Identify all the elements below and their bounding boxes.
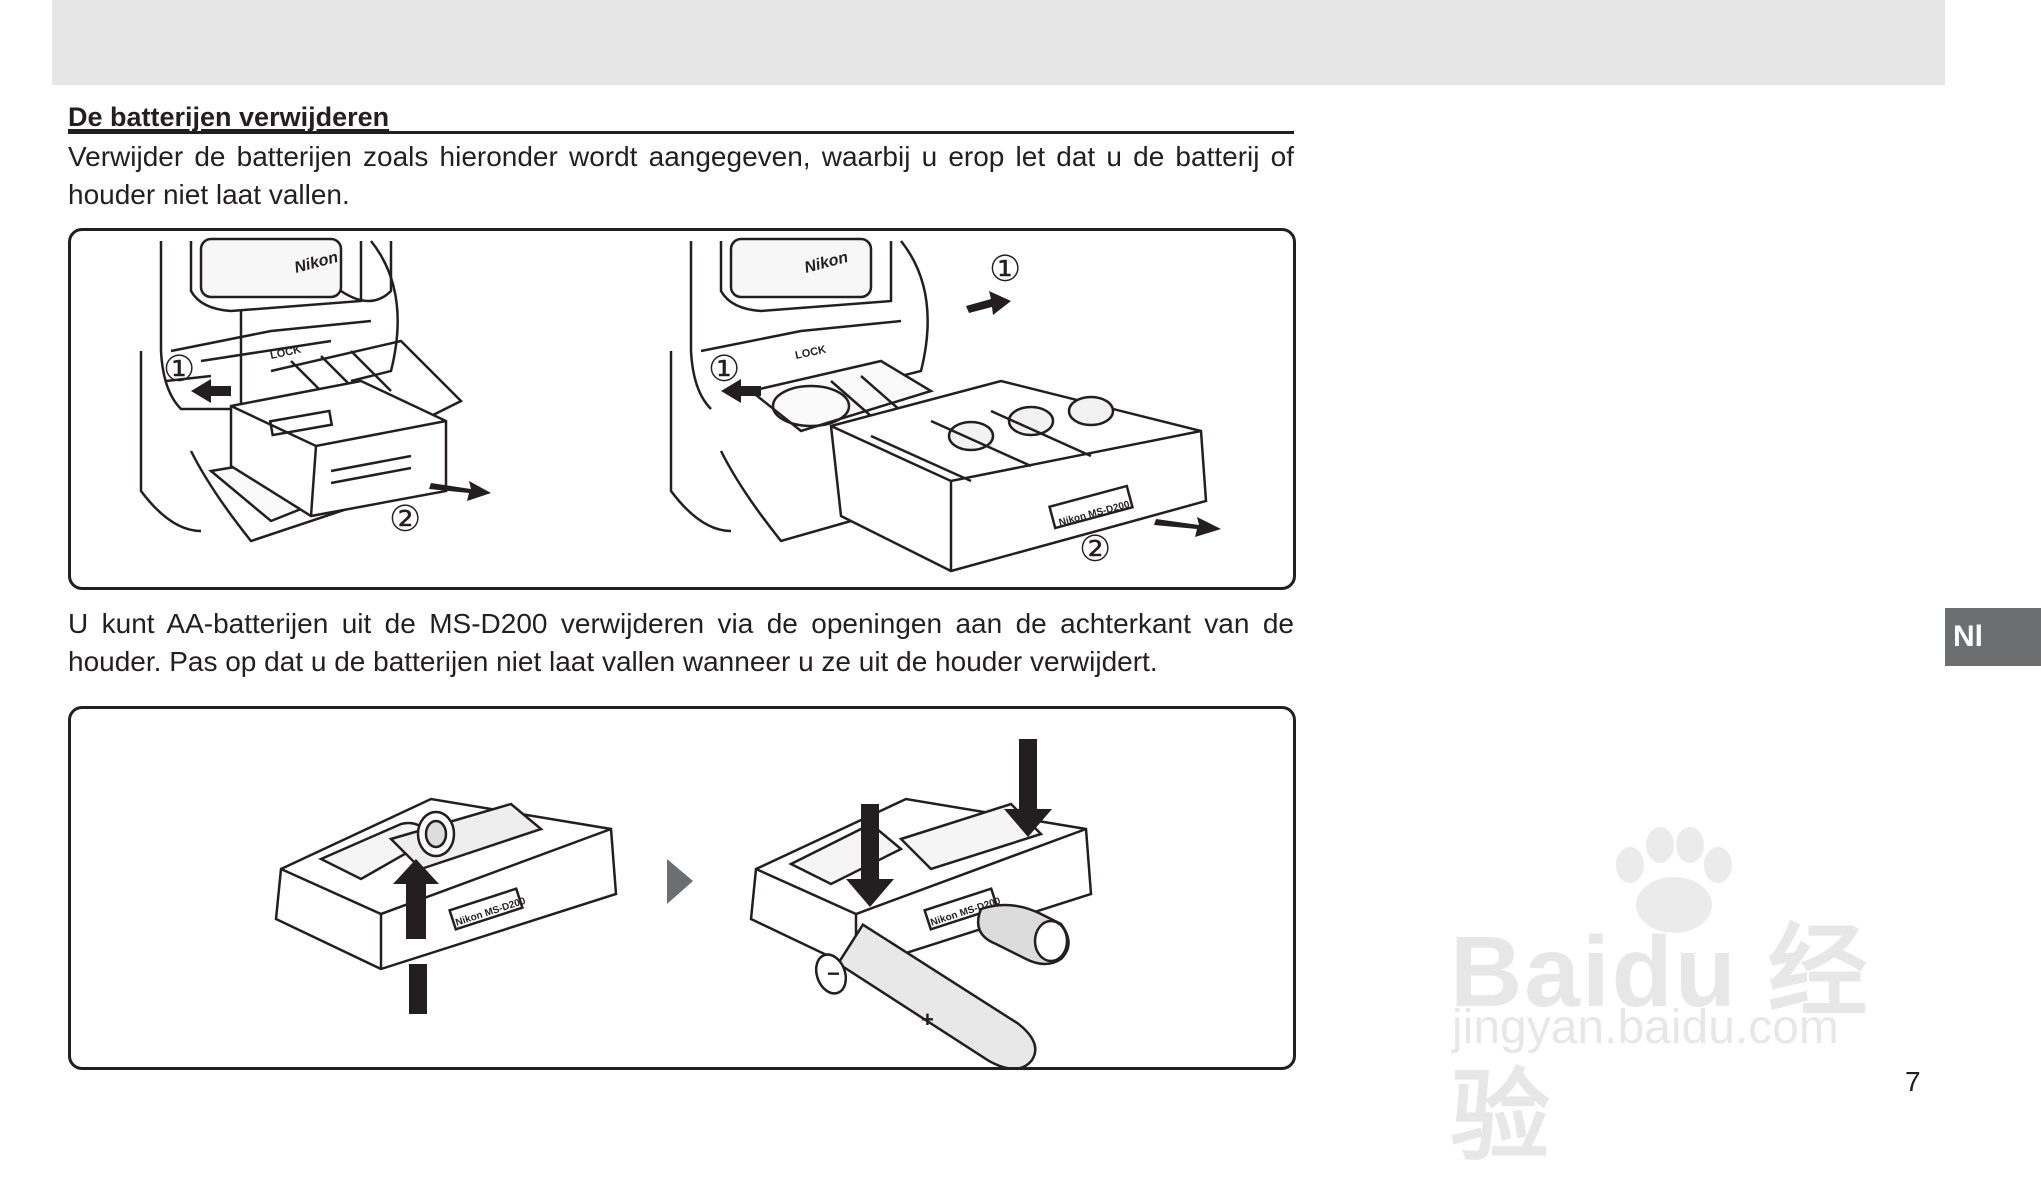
step-1-label: ①	[163, 348, 195, 389]
arrow-down-icon	[1004, 739, 1052, 837]
paw-icon	[1616, 827, 1732, 933]
step-1-label: ①	[708, 348, 740, 389]
arrow-left-icon	[721, 379, 761, 403]
arrow-up-icon	[393, 859, 439, 939]
baidu-watermark: Baidu 经验 jingyan.baidu.com	[1440, 820, 1920, 1173]
arrow-down-icon	[846, 804, 894, 907]
watermark-brand: Baidu 经验	[1450, 916, 1870, 1173]
battery-holder-left	[274, 797, 618, 971]
aa-battery-loose	[814, 922, 1037, 1067]
battery-removal-figure: Nikon LOCK ① ②	[68, 228, 1296, 590]
instruction-paragraph: Verwijder de batterijen zoals hieronder …	[68, 141, 1294, 210]
watermark-url: jingyan.baidu.com	[1452, 1001, 1839, 1054]
arrow-out-icon	[429, 481, 491, 501]
heading-rule	[68, 131, 1294, 134]
lock-label-right: LOCK	[794, 344, 827, 362]
aa-removal-paragraph: U kunt AA-batterijen uit de MS-D200 verw…	[68, 608, 1294, 677]
step-2-label: ②	[389, 498, 421, 539]
battery-pack-left	[229, 379, 448, 518]
section-heading: De batterijen verwijderen	[68, 102, 390, 132]
push-bar	[409, 964, 427, 1014]
header-band	[52, 0, 1945, 85]
aa-removal-figure: Nikon MS-D200 Nikon MS-D200 − +	[68, 706, 1296, 1070]
arrow-left-icon	[191, 379, 231, 403]
aa-battery-upright	[976, 903, 1070, 966]
language-tab: Nl	[1945, 608, 2041, 666]
aa-battery-holder-right	[829, 379, 1208, 573]
arrow-out-icon	[1154, 517, 1221, 537]
page-number: 7	[1905, 1066, 1921, 1097]
arrow-up-icon	[966, 291, 1011, 315]
camera-body-right	[669, 237, 935, 543]
minus-symbol: −	[827, 961, 840, 986]
step-2-label: ②	[1079, 528, 1111, 569]
lock-label-left: LOCK	[269, 344, 302, 362]
plus-symbol: +	[921, 1007, 934, 1032]
battery-holder-right	[749, 797, 1093, 971]
step-1b-label: ①	[989, 248, 1021, 289]
next-step-icon	[667, 859, 693, 904]
